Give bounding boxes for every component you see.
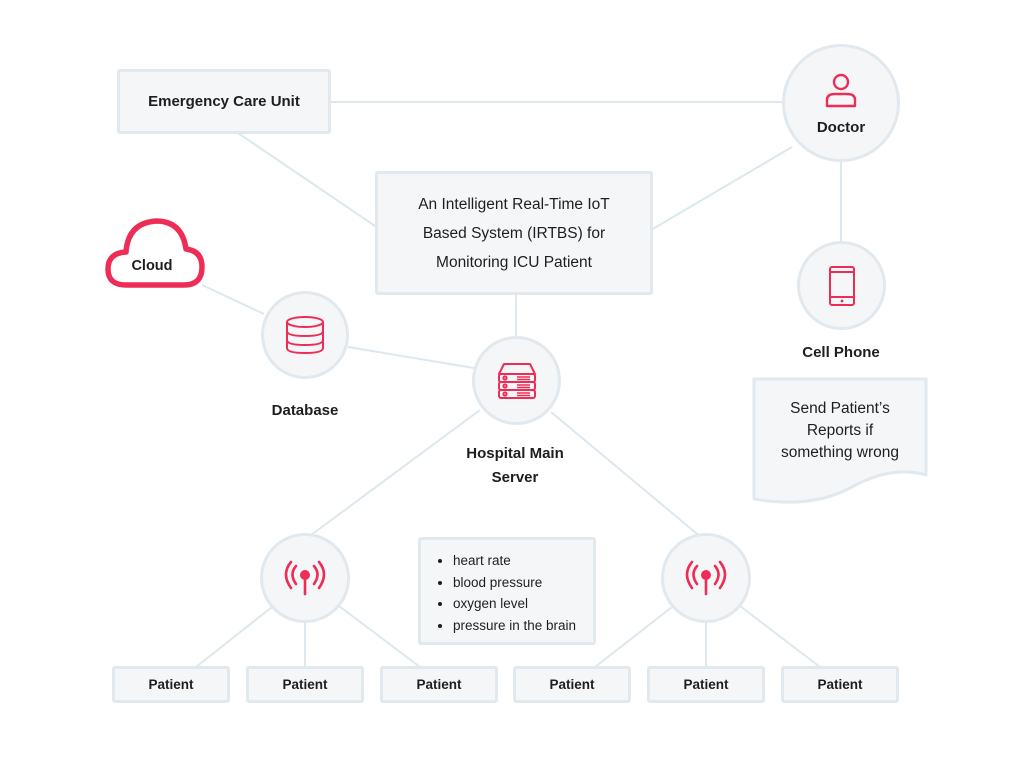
report-note: Send Patient’s Reports if something wron… [752, 377, 928, 512]
user-icon [823, 73, 859, 109]
server-node[interactable] [472, 336, 561, 425]
report-note-line-2: Reports if [806, 422, 874, 439]
edge-ecu-system [237, 132, 379, 229]
doctor-node[interactable]: Doctor [782, 44, 900, 162]
edge-sensor-left-patient-1 [195, 606, 273, 668]
emergency-care-unit-node[interactable]: Emergency Care Unit [117, 69, 331, 134]
database-node[interactable] [261, 291, 349, 379]
edge-cloud-database [201, 284, 265, 315]
phone-icon [828, 265, 855, 306]
vitals-list-box: heart rate blood pressure oxygen level p… [418, 537, 596, 645]
system-title-line-1: An Intelligent Real-Time IoT [418, 195, 610, 213]
vitals-item: oxygen level [453, 593, 581, 615]
sensor-node-left[interactable] [260, 533, 350, 623]
server-icon [497, 362, 537, 400]
edge-server-sensor-left [306, 409, 481, 539]
report-note-line-1: Send Patient’s [790, 400, 890, 417]
edge-sensor-right-patient-4 [594, 606, 673, 668]
edge-sensor-left-patient-3 [338, 605, 421, 668]
broadcast-antenna-icon [684, 560, 728, 596]
patient-node-1[interactable]: Patient [112, 666, 230, 703]
cell-phone-node[interactable] [797, 241, 886, 330]
patient-node-5[interactable]: Patient [647, 666, 765, 703]
vitals-item: heart rate [453, 550, 581, 572]
cloud-label: Cloud [131, 258, 173, 274]
broadcast-antenna-icon [283, 560, 327, 596]
patient-node-6[interactable]: Patient [781, 666, 899, 703]
server-label-line-1: Hospital Main [466, 445, 564, 462]
emergency-care-unit-label: Emergency Care Unit [148, 93, 300, 110]
edge-doctor-system [650, 146, 793, 231]
database-icon [285, 315, 325, 355]
report-note-line-3: something wrong [780, 444, 900, 461]
patient-label: Patient [282, 677, 328, 692]
edge-server-sensor-right [550, 411, 703, 539]
server-label-line-2: Server [491, 469, 539, 486]
system-title-line-2: Based System (IRTBS) for [422, 224, 606, 242]
system-title-line-3: Monitoring ICU Patient [436, 253, 592, 271]
edge-database-server [347, 346, 475, 369]
cell-phone-label: Cell Phone [802, 344, 880, 361]
vitals-item: blood pressure [453, 572, 581, 594]
patient-label: Patient [148, 677, 194, 692]
doctor-label: Doctor [816, 118, 866, 136]
sensor-node-right[interactable] [661, 533, 751, 623]
patient-label: Patient [549, 677, 595, 692]
database-label: Database [271, 402, 339, 419]
patient-node-2[interactable]: Patient [246, 666, 364, 703]
patient-label: Patient [817, 677, 863, 692]
document-shape [752, 377, 928, 504]
cloud-node[interactable]: Cloud [104, 215, 206, 291]
cloud-icon [105, 218, 205, 288]
patient-label: Patient [683, 677, 729, 692]
patient-label: Patient [416, 677, 462, 692]
edge-sensor-right-patient-6 [739, 605, 821, 668]
vitals-item: pressure in the brain [453, 615, 581, 637]
system-title-node[interactable]: An Intelligent Real-Time IoT Based Syste… [375, 171, 653, 295]
patient-node-3[interactable]: Patient [380, 666, 498, 703]
vitals-list: heart rate blood pressure oxygen level p… [431, 550, 581, 636]
server-label: Hospital Main Server [440, 442, 590, 490]
patient-node-4[interactable]: Patient [513, 666, 631, 703]
